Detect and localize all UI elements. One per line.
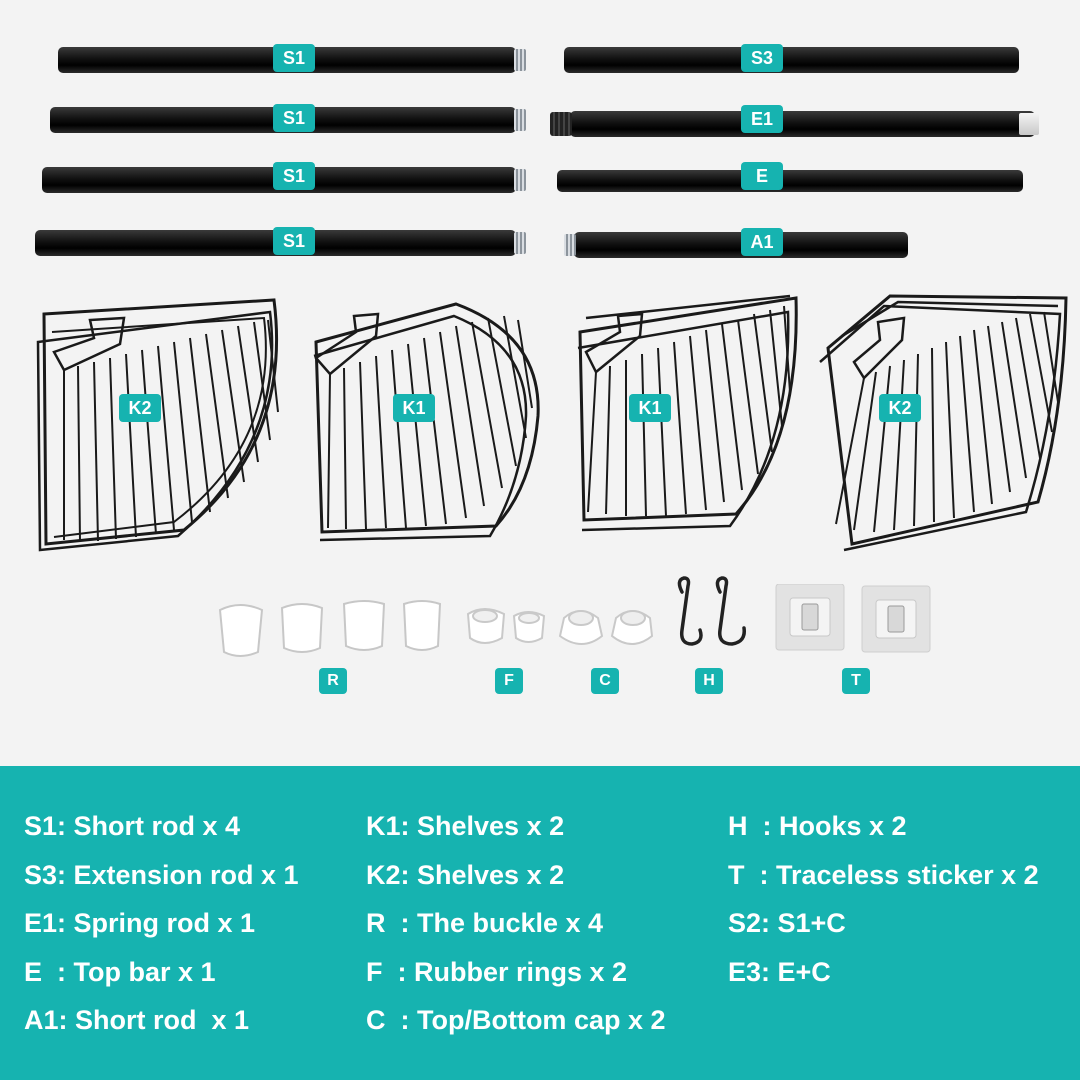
- rod-label: E: [741, 162, 783, 190]
- legend-item: K1: Shelves x 2: [366, 811, 565, 841]
- rubber-ring-icon: [466, 608, 546, 644]
- legend-item: S2: S1+C: [728, 908, 846, 938]
- legend-column-2: K1: Shelves x 2 K2: Shelves x 2 R : The …: [366, 810, 666, 1053]
- legend-column-1: S1: Short rod x 4 S3: Extension rod x 1 …: [24, 810, 299, 1053]
- accessory-label: C: [591, 668, 619, 694]
- parts-area: S1 S1 S1 S1 S3 E1 E A1 K2: [35, 44, 1068, 694]
- rod-s3: [564, 47, 1019, 73]
- rod-thread-end: [514, 232, 526, 254]
- shelf-k1: [313, 302, 540, 542]
- rod-thread-end: [514, 109, 526, 131]
- rod-thread-end: [514, 49, 526, 71]
- legend-item: S3: Extension rod x 1: [24, 859, 299, 890]
- rod-label: A1: [741, 228, 783, 256]
- cap-icon: [558, 610, 654, 645]
- sticker-icon: [775, 584, 931, 653]
- rod-label: E1: [741, 105, 783, 133]
- rod-thread-end: [564, 234, 576, 256]
- accessory-label: H: [695, 668, 723, 694]
- legend-item: A1: Short rod x 1: [24, 1005, 250, 1035]
- rod-label: S1: [273, 162, 315, 190]
- buckle-icon: [218, 600, 442, 657]
- rod-cap-end: [1019, 113, 1039, 135]
- legend-item: R : The buckle x 4: [366, 908, 604, 938]
- shelf-label: K1: [629, 394, 671, 422]
- shelf-label: K1: [393, 394, 435, 422]
- rod-label: S1: [273, 227, 315, 255]
- legend-item: F : Rubber rings x 2: [366, 956, 628, 987]
- shelf-label: K2: [879, 394, 921, 422]
- rod-label: S3: [741, 44, 783, 72]
- legend-item: C : Top/Bottom cap x 2: [366, 1005, 666, 1035]
- legend-item: E : Top bar x 1: [24, 956, 216, 987]
- legend-item: S1: Short rod x 4: [24, 811, 241, 841]
- rod-e1: [550, 111, 1039, 137]
- legend-item: E3: E+C: [728, 956, 831, 987]
- rod-label: S1: [273, 44, 315, 72]
- rod-label: S1: [273, 104, 315, 132]
- hook-icon: [677, 576, 746, 646]
- rod-e: [557, 170, 1023, 192]
- shelf-label: K2: [119, 394, 161, 422]
- accessory-label: T: [842, 668, 870, 694]
- legend-panel: S1: Short rod x 4 S3: Extension rod x 1 …: [0, 766, 1080, 1080]
- rod-thread-end: [514, 169, 526, 191]
- legend-item: K2: Shelves x 2: [366, 859, 565, 890]
- accessory-label: R: [319, 668, 347, 694]
- shelf-k1: [577, 294, 798, 532]
- legend-item: T : Traceless sticker x 2: [728, 859, 1039, 890]
- legend-item: E1: Spring rod x 1: [24, 908, 256, 938]
- accessory-label: F: [495, 668, 523, 694]
- shelf-k2: [36, 298, 279, 552]
- legend-item: H : Hooks x 2: [728, 811, 907, 841]
- shelf-k2: [819, 294, 1068, 552]
- legend-column-3: H : Hooks x 2 T : Traceless sticker x 2 …: [728, 810, 1039, 1004]
- spring-tip: [550, 112, 572, 136]
